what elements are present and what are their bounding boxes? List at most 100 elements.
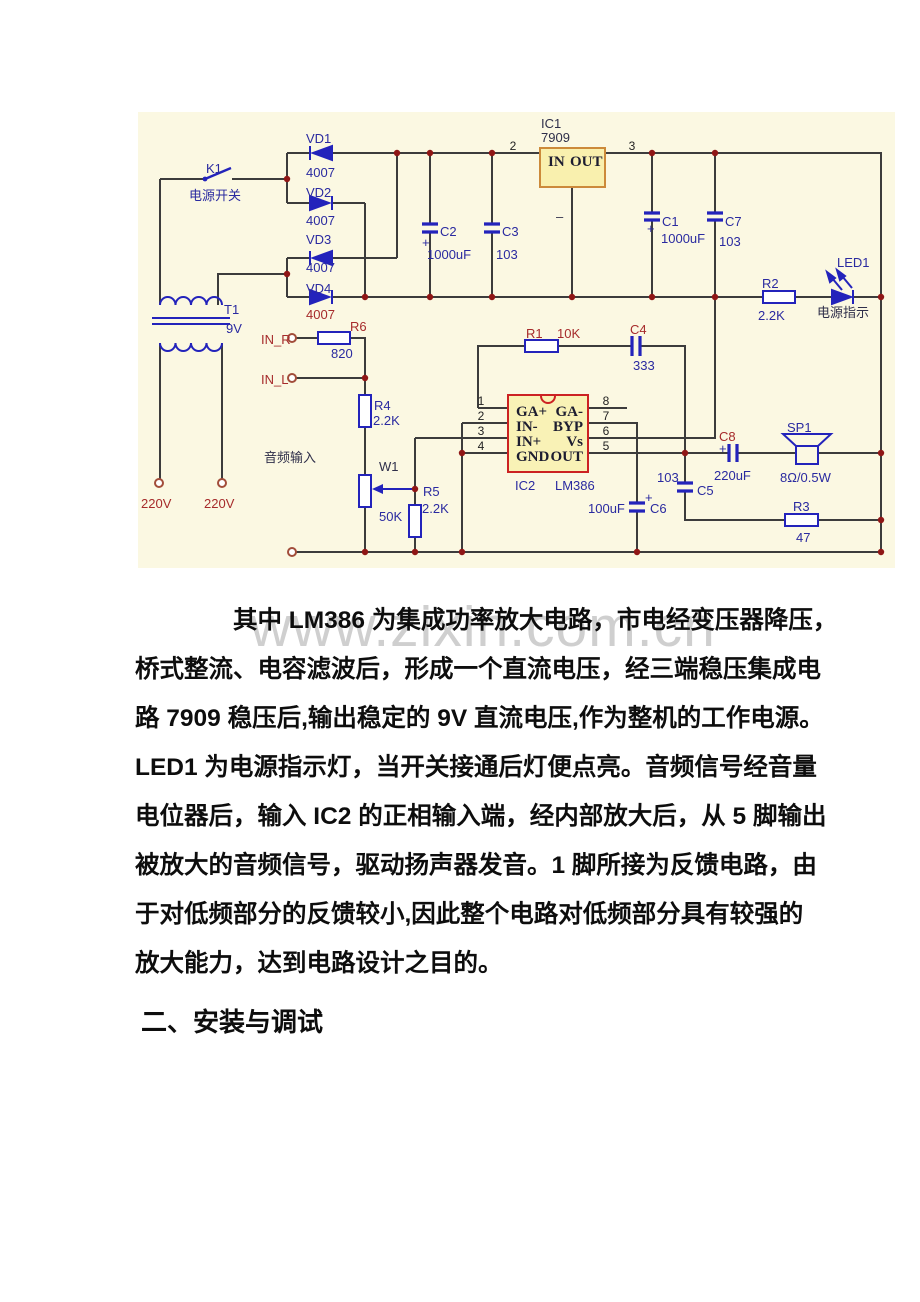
diode-vd4 xyxy=(309,288,333,306)
label-ic2-part: LM386 xyxy=(555,478,595,493)
pin-2: 2 xyxy=(478,409,485,423)
potentiometer-w1 xyxy=(358,474,372,508)
label-power-indicator: 电源指示 xyxy=(817,305,869,320)
label-c3-value: 103 xyxy=(496,247,518,262)
label-ic1: IC1 xyxy=(541,116,561,131)
label-9v: 9V xyxy=(226,321,242,336)
label-vd2: VD2 xyxy=(306,185,331,200)
transformer-t1 xyxy=(152,296,230,352)
label-r4: R4 xyxy=(374,398,391,413)
cap-c4 xyxy=(630,336,642,356)
label-c1-plus: + xyxy=(647,221,655,236)
cap-c6 xyxy=(629,501,645,513)
paragraph-line: 放大能力，达到电路设计之目的。 xyxy=(135,950,503,977)
ic2-pin-in-: IN- xyxy=(516,419,538,435)
label-r1: R1 xyxy=(526,326,543,341)
pin-5: 5 xyxy=(603,439,610,453)
label-vd2-4007: 4007 xyxy=(306,213,335,228)
paragraph-line: LED1 为电源指示灯，当开关接通后灯便点亮。音频信号经音量 xyxy=(135,754,817,781)
ic1-7909-box: IN OUT xyxy=(539,147,606,188)
paragraph-line: 被放大的音频信号，驱动扬声器发音。1 脚所接为反馈电路，由 xyxy=(135,852,817,879)
ic2-pin-in+: IN+ xyxy=(516,434,541,450)
paragraph-line: 电位器后，输入 IC2 的正相输入端，经内部放大后，从 5 脚输出 xyxy=(135,803,827,830)
pin-7: 7 xyxy=(603,409,610,423)
diode-vd2 xyxy=(309,194,333,212)
label-r3-value: 47 xyxy=(796,530,810,545)
led1 xyxy=(825,267,854,306)
label-c2: C2 xyxy=(440,224,457,239)
label-power-switch: 电源开关 xyxy=(189,188,241,203)
label-c8-plus: + xyxy=(719,441,727,456)
label-r5: R5 xyxy=(423,484,440,499)
pin-1: 1 xyxy=(478,394,485,408)
paragraph-line: 桥式整流、电容滤波后，形成一个直流电压，经三端稳压集成电 xyxy=(135,656,821,683)
capacitors xyxy=(422,211,739,513)
label-c7: C7 xyxy=(725,214,742,229)
label-220v-1: 220V xyxy=(141,496,172,511)
label-c6-value: 100uF xyxy=(588,501,625,516)
label-ic1-minus: – xyxy=(556,209,564,224)
label-r5-value: 2.2K xyxy=(422,501,449,516)
terminal-in-r xyxy=(287,333,297,343)
label-ic2: IC2 xyxy=(515,478,535,493)
resistor-r2 xyxy=(762,290,796,304)
label-c1: C1 xyxy=(662,214,679,229)
terminal-220v-2 xyxy=(217,478,227,488)
label-k1: K1 xyxy=(206,161,222,176)
watermark: www.zixin.com.cn xyxy=(250,595,716,659)
label-led1: LED1 xyxy=(837,255,870,270)
diagram-background xyxy=(138,112,895,568)
label-r6: R6 xyxy=(350,319,367,334)
paragraph: 其中 LM386 为集成功率放大电路，市电经变压器降压， 桥式整流、电容滤波后，… xyxy=(135,596,837,988)
ic2-pin-ga-: GA- xyxy=(556,404,584,420)
label-c6: C6 xyxy=(650,501,667,516)
terminal-in-l xyxy=(287,373,297,383)
label-c5: C5 xyxy=(697,483,714,498)
pin-6: 6 xyxy=(603,424,610,438)
pin-8: 8 xyxy=(603,394,610,408)
terminal-gnd xyxy=(287,547,297,557)
ic2-lm386-box: GA+ GA- IN- BYP IN+ Vs GND OUT xyxy=(507,394,589,473)
label-vd3: VD3 xyxy=(306,232,331,247)
label-c2-value: 1000uF xyxy=(427,247,471,262)
label-c4-value: 333 xyxy=(633,358,655,373)
label-r2: R2 xyxy=(762,276,779,291)
label-w1-value: 50K xyxy=(379,509,402,524)
diode-vd3 xyxy=(309,249,333,267)
label-c3: C3 xyxy=(502,224,519,239)
ic1-pin-3: 3 xyxy=(629,139,636,153)
label-vd4: VD4 xyxy=(306,281,331,296)
speaker-sp1 xyxy=(780,433,834,465)
label-r6-value: 820 xyxy=(331,346,353,361)
label-r1-value: 10K xyxy=(557,326,580,341)
label-vd1: VD1 xyxy=(306,131,331,146)
label-t1: T1 xyxy=(224,302,239,317)
paragraph-line: 于对低频部分的反馈较小,因此整个电路对低频部分具有较强的 xyxy=(135,901,804,928)
w1-wiper-arrow xyxy=(372,484,415,494)
ic1-in-label: IN xyxy=(548,154,565,170)
resistor-r4 xyxy=(358,394,372,428)
ic2-pin-gnd: GND xyxy=(516,449,550,465)
label-vd3-4007: 4007 xyxy=(306,260,335,275)
resistor-r3 xyxy=(784,513,819,527)
label-vd4-4007: 4007 xyxy=(306,307,335,322)
cap-c3 xyxy=(484,222,500,234)
pin-3: 3 xyxy=(478,424,485,438)
resistors xyxy=(317,290,819,538)
ic2-pin-byp: BYP xyxy=(553,419,583,435)
label-c8-value: 220uF xyxy=(714,468,751,483)
terminals xyxy=(154,333,297,557)
label-c6-plus: + xyxy=(645,490,653,505)
label-c5-value: 103 xyxy=(657,470,679,485)
label-c4: C4 xyxy=(630,322,647,337)
label-r4-value: 2.2K xyxy=(373,413,400,428)
label-audio-input: 音频输入 xyxy=(264,450,316,465)
label-ic1-part: 7909 xyxy=(541,130,570,145)
label-in-l: IN_L xyxy=(261,372,288,387)
ic2-pin-ga+: GA+ xyxy=(516,404,547,420)
cap-c5 xyxy=(677,481,693,493)
label-c7-value: 103 xyxy=(719,234,741,249)
ic1-out-label: OUT xyxy=(570,154,603,170)
cap-c2 xyxy=(422,222,438,234)
